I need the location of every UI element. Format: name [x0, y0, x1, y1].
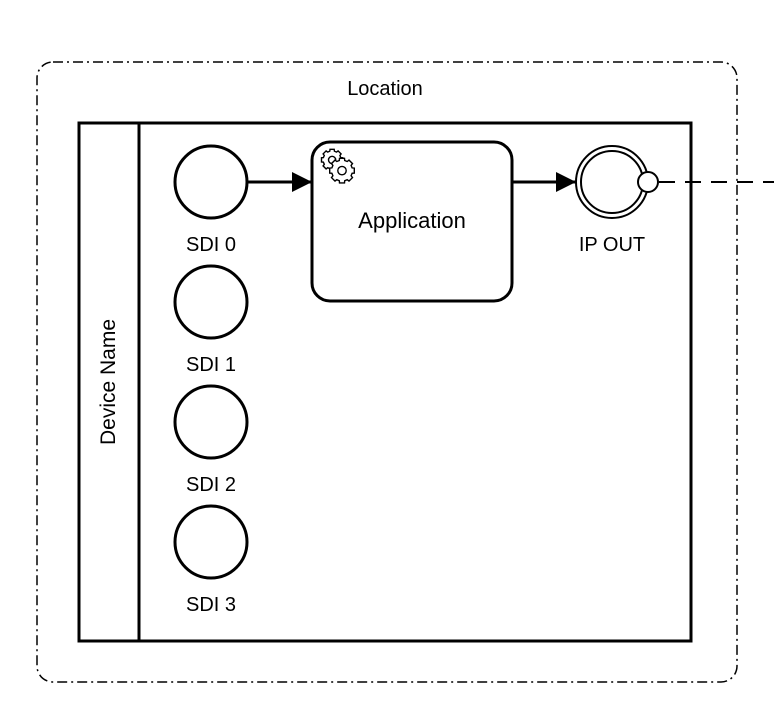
start-event-sdi0[interactable] [173, 144, 249, 220]
start-event-sdi2-label: SDI 2 [186, 474, 236, 496]
application-task[interactable] [310, 140, 514, 303]
start-event-sdi2[interactable] [173, 384, 249, 460]
device-pool[interactable] [77, 121, 693, 643]
start-event-sdi1-label: SDI 1 [186, 354, 236, 376]
pool-lane-label: Device Name [97, 319, 120, 445]
start-event-sdi3[interactable] [173, 504, 249, 580]
start-event-sdi3-label: SDI 3 [186, 594, 236, 616]
location-group-label: Location [347, 78, 423, 100]
start-event-sdi1[interactable] [173, 264, 249, 340]
ip-out-event-label: IP OUT [579, 234, 645, 256]
application-task-label: Application [358, 208, 466, 233]
location-group[interactable] [36, 61, 738, 683]
message-flow-origin-circle [637, 171, 659, 193]
start-event-sdi0-label: SDI 0 [186, 234, 236, 256]
gears-icon [320, 148, 355, 184]
